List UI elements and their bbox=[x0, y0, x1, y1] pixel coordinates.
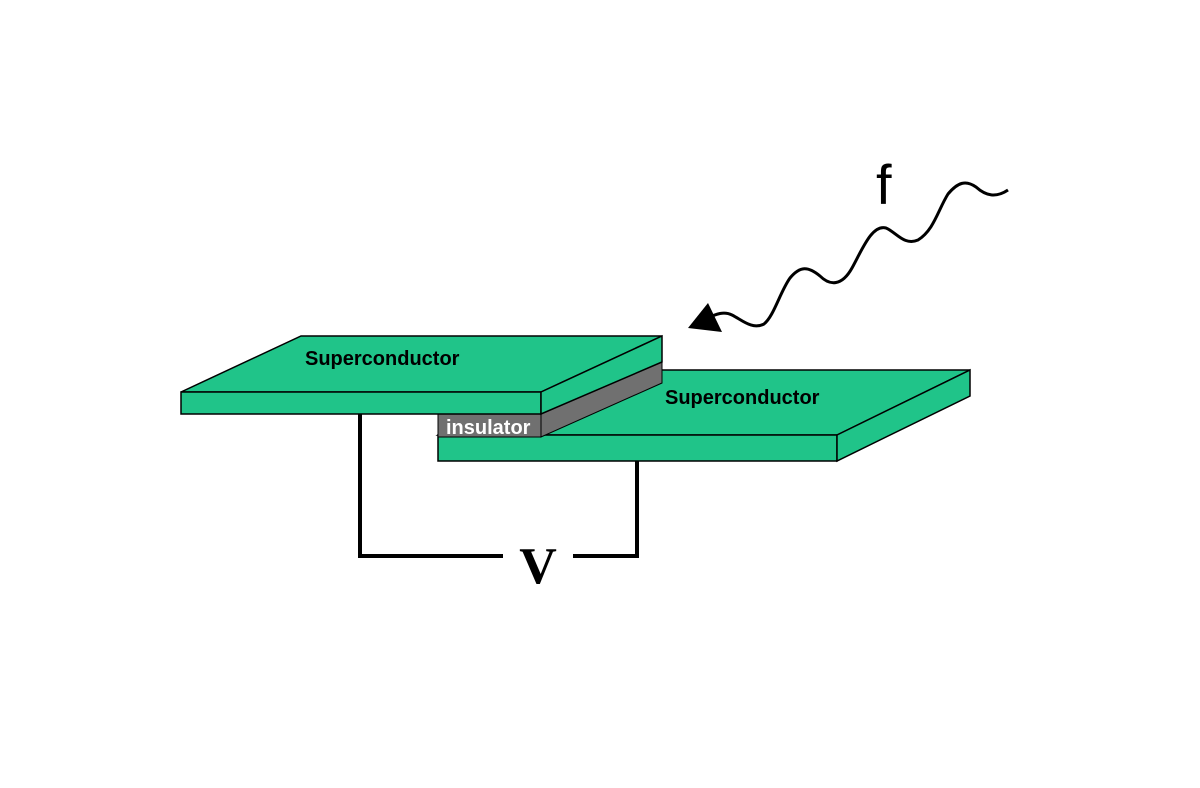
frequency-label: f bbox=[876, 153, 892, 216]
voltage-label: V bbox=[519, 538, 557, 595]
arrowhead-icon bbox=[688, 303, 722, 332]
radiation-wave bbox=[688, 181, 1009, 332]
right-wire bbox=[573, 460, 639, 558]
insulator-label: insulator bbox=[446, 417, 531, 439]
bottom-superconductor-label: Superconductor bbox=[665, 387, 820, 409]
top-plate-side-face bbox=[540, 334, 663, 416]
insulator-layer bbox=[437, 361, 663, 438]
voltage-circuit bbox=[358, 414, 639, 558]
top-superconductor-plate bbox=[180, 334, 663, 416]
left-wire bbox=[358, 414, 503, 558]
bottom-plate-side-face bbox=[836, 368, 971, 463]
top-superconductor-label: Superconductor bbox=[305, 348, 460, 370]
top-plate-front-face bbox=[180, 391, 542, 415]
wavy-line bbox=[707, 181, 1009, 328]
